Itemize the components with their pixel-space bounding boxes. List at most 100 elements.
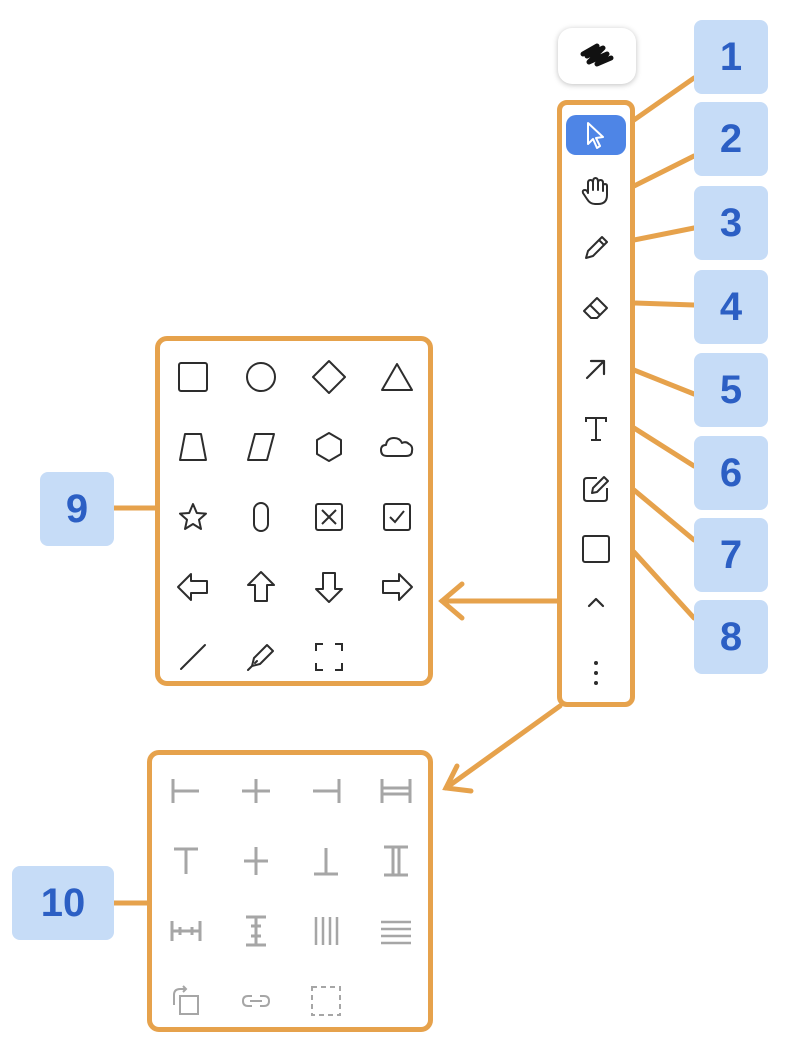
cursor-arrow-icon [587, 122, 604, 149]
highlighter-icon [247, 644, 274, 671]
stack-horizontal-button[interactable] [298, 903, 354, 959]
callout-badge-10: 10 [12, 866, 114, 940]
align-right-icon [313, 779, 341, 803]
stretch-horizontal-icon [380, 779, 412, 803]
align-right-button[interactable] [298, 763, 354, 819]
callout-badge-7: 7 [694, 518, 768, 592]
arrow-left-icon [177, 573, 208, 601]
ellipse-icon [246, 362, 276, 392]
rectangle-icon [178, 362, 208, 392]
align-panel [147, 750, 433, 1032]
link-button[interactable] [228, 973, 284, 1029]
cloud-icon [380, 437, 414, 457]
pencil-icon [585, 236, 608, 259]
note-tool[interactable] [562, 465, 630, 513]
rectangle-tool[interactable] [562, 525, 630, 573]
stack-vertical-icon [381, 920, 411, 945]
distribute-vertical-button[interactable] [228, 903, 284, 959]
shape-cloud[interactable] [369, 419, 425, 475]
stack-horizontal-icon [314, 917, 339, 945]
shape-diamond[interactable] [301, 349, 357, 405]
shape-check-box[interactable] [369, 489, 425, 545]
align-left-button[interactable] [158, 763, 214, 819]
callout-badge-6: 6 [694, 436, 768, 510]
align-center-horizontal-button[interactable] [228, 763, 284, 819]
shape-frame[interactable] [301, 629, 357, 685]
frame-icon [315, 643, 343, 671]
align-center-vertical-icon [244, 847, 268, 875]
shape-arrow-left[interactable] [165, 559, 221, 615]
distribute-horizontal-button[interactable] [158, 903, 214, 959]
distribute-horizontal-icon [170, 921, 202, 941]
callout-badge-3: 3 [694, 186, 768, 260]
expand-tool[interactable] [562, 579, 630, 627]
stack-vertical-button[interactable] [368, 903, 424, 959]
more-tool[interactable] [562, 649, 630, 697]
rotate-button[interactable] [158, 973, 214, 1029]
logo-button[interactable] [558, 28, 636, 84]
diamond-icon [312, 360, 346, 394]
shape-triangle[interactable] [369, 349, 425, 405]
select-tool[interactable] [562, 111, 630, 159]
align-top-icon [174, 847, 198, 874]
oval-icon [253, 502, 269, 532]
text-icon [585, 417, 607, 441]
callout-badge-1: 1 [694, 20, 768, 94]
align-top-button[interactable] [158, 833, 214, 889]
align-bottom-icon [314, 848, 338, 876]
chevron-up-icon [587, 597, 605, 608]
tldraw-squiggle-logo-icon [580, 43, 614, 67]
hand-icon [581, 177, 608, 205]
shape-hexagon[interactable] [301, 419, 357, 475]
shape-rhombus[interactable] [233, 419, 289, 475]
stretch-vertical-icon [384, 845, 408, 877]
align-center-horizontal-icon [242, 779, 270, 803]
callout-badge-5: 5 [694, 353, 768, 427]
note-icon [583, 476, 609, 502]
shape-oval[interactable] [233, 489, 289, 545]
shape-trapezoid[interactable] [165, 419, 221, 475]
more-vertical-icon [594, 661, 598, 685]
draw-tool[interactable] [562, 223, 630, 271]
group-select-button[interactable] [298, 973, 354, 1029]
line-icon [180, 644, 206, 670]
shapes-panel [155, 336, 433, 686]
align-bottom-button[interactable] [298, 833, 354, 889]
hexagon-icon [316, 432, 342, 462]
x-box-icon [315, 503, 343, 531]
stretch-vertical-button[interactable] [368, 833, 424, 889]
link-icon [241, 995, 271, 1007]
arrow-tool[interactable] [562, 345, 630, 393]
shape-arrow-up[interactable] [233, 559, 289, 615]
shape-star[interactable] [165, 489, 221, 545]
shape-arrow-down[interactable] [301, 559, 357, 615]
main-toolbar [557, 100, 635, 707]
stretch-horizontal-button[interactable] [368, 763, 424, 819]
shape-ellipse[interactable] [233, 349, 289, 405]
shape-rectangle[interactable] [165, 349, 221, 405]
align-center-vertical-button[interactable] [228, 833, 284, 889]
arrow-right-icon [382, 573, 413, 601]
rhombus-icon [247, 433, 275, 461]
text-tool[interactable] [562, 405, 630, 453]
hand-tool[interactable] [562, 167, 630, 215]
triangle-icon [381, 363, 413, 391]
shape-line[interactable] [165, 629, 221, 685]
trapezoid-icon [179, 433, 207, 461]
eraser-icon [583, 297, 608, 319]
align-left-icon [171, 779, 199, 803]
callout-badge-4: 4 [694, 270, 768, 344]
shape-highlighter[interactable] [233, 629, 289, 685]
arrow-down-icon [315, 572, 343, 603]
callout-badge-9: 9 [40, 472, 114, 546]
group-select-icon [311, 986, 341, 1016]
callout-badge-8: 8 [694, 600, 768, 674]
distribute-vertical-icon [246, 915, 266, 947]
callout-badge-2: 2 [694, 102, 768, 176]
rectangle-icon [582, 535, 610, 563]
shape-x-box[interactable] [301, 489, 357, 545]
rotate-icon [173, 985, 199, 1015]
eraser-tool[interactable] [562, 285, 630, 333]
shape-arrow-right[interactable] [369, 559, 425, 615]
arrow-up-icon [247, 571, 275, 602]
